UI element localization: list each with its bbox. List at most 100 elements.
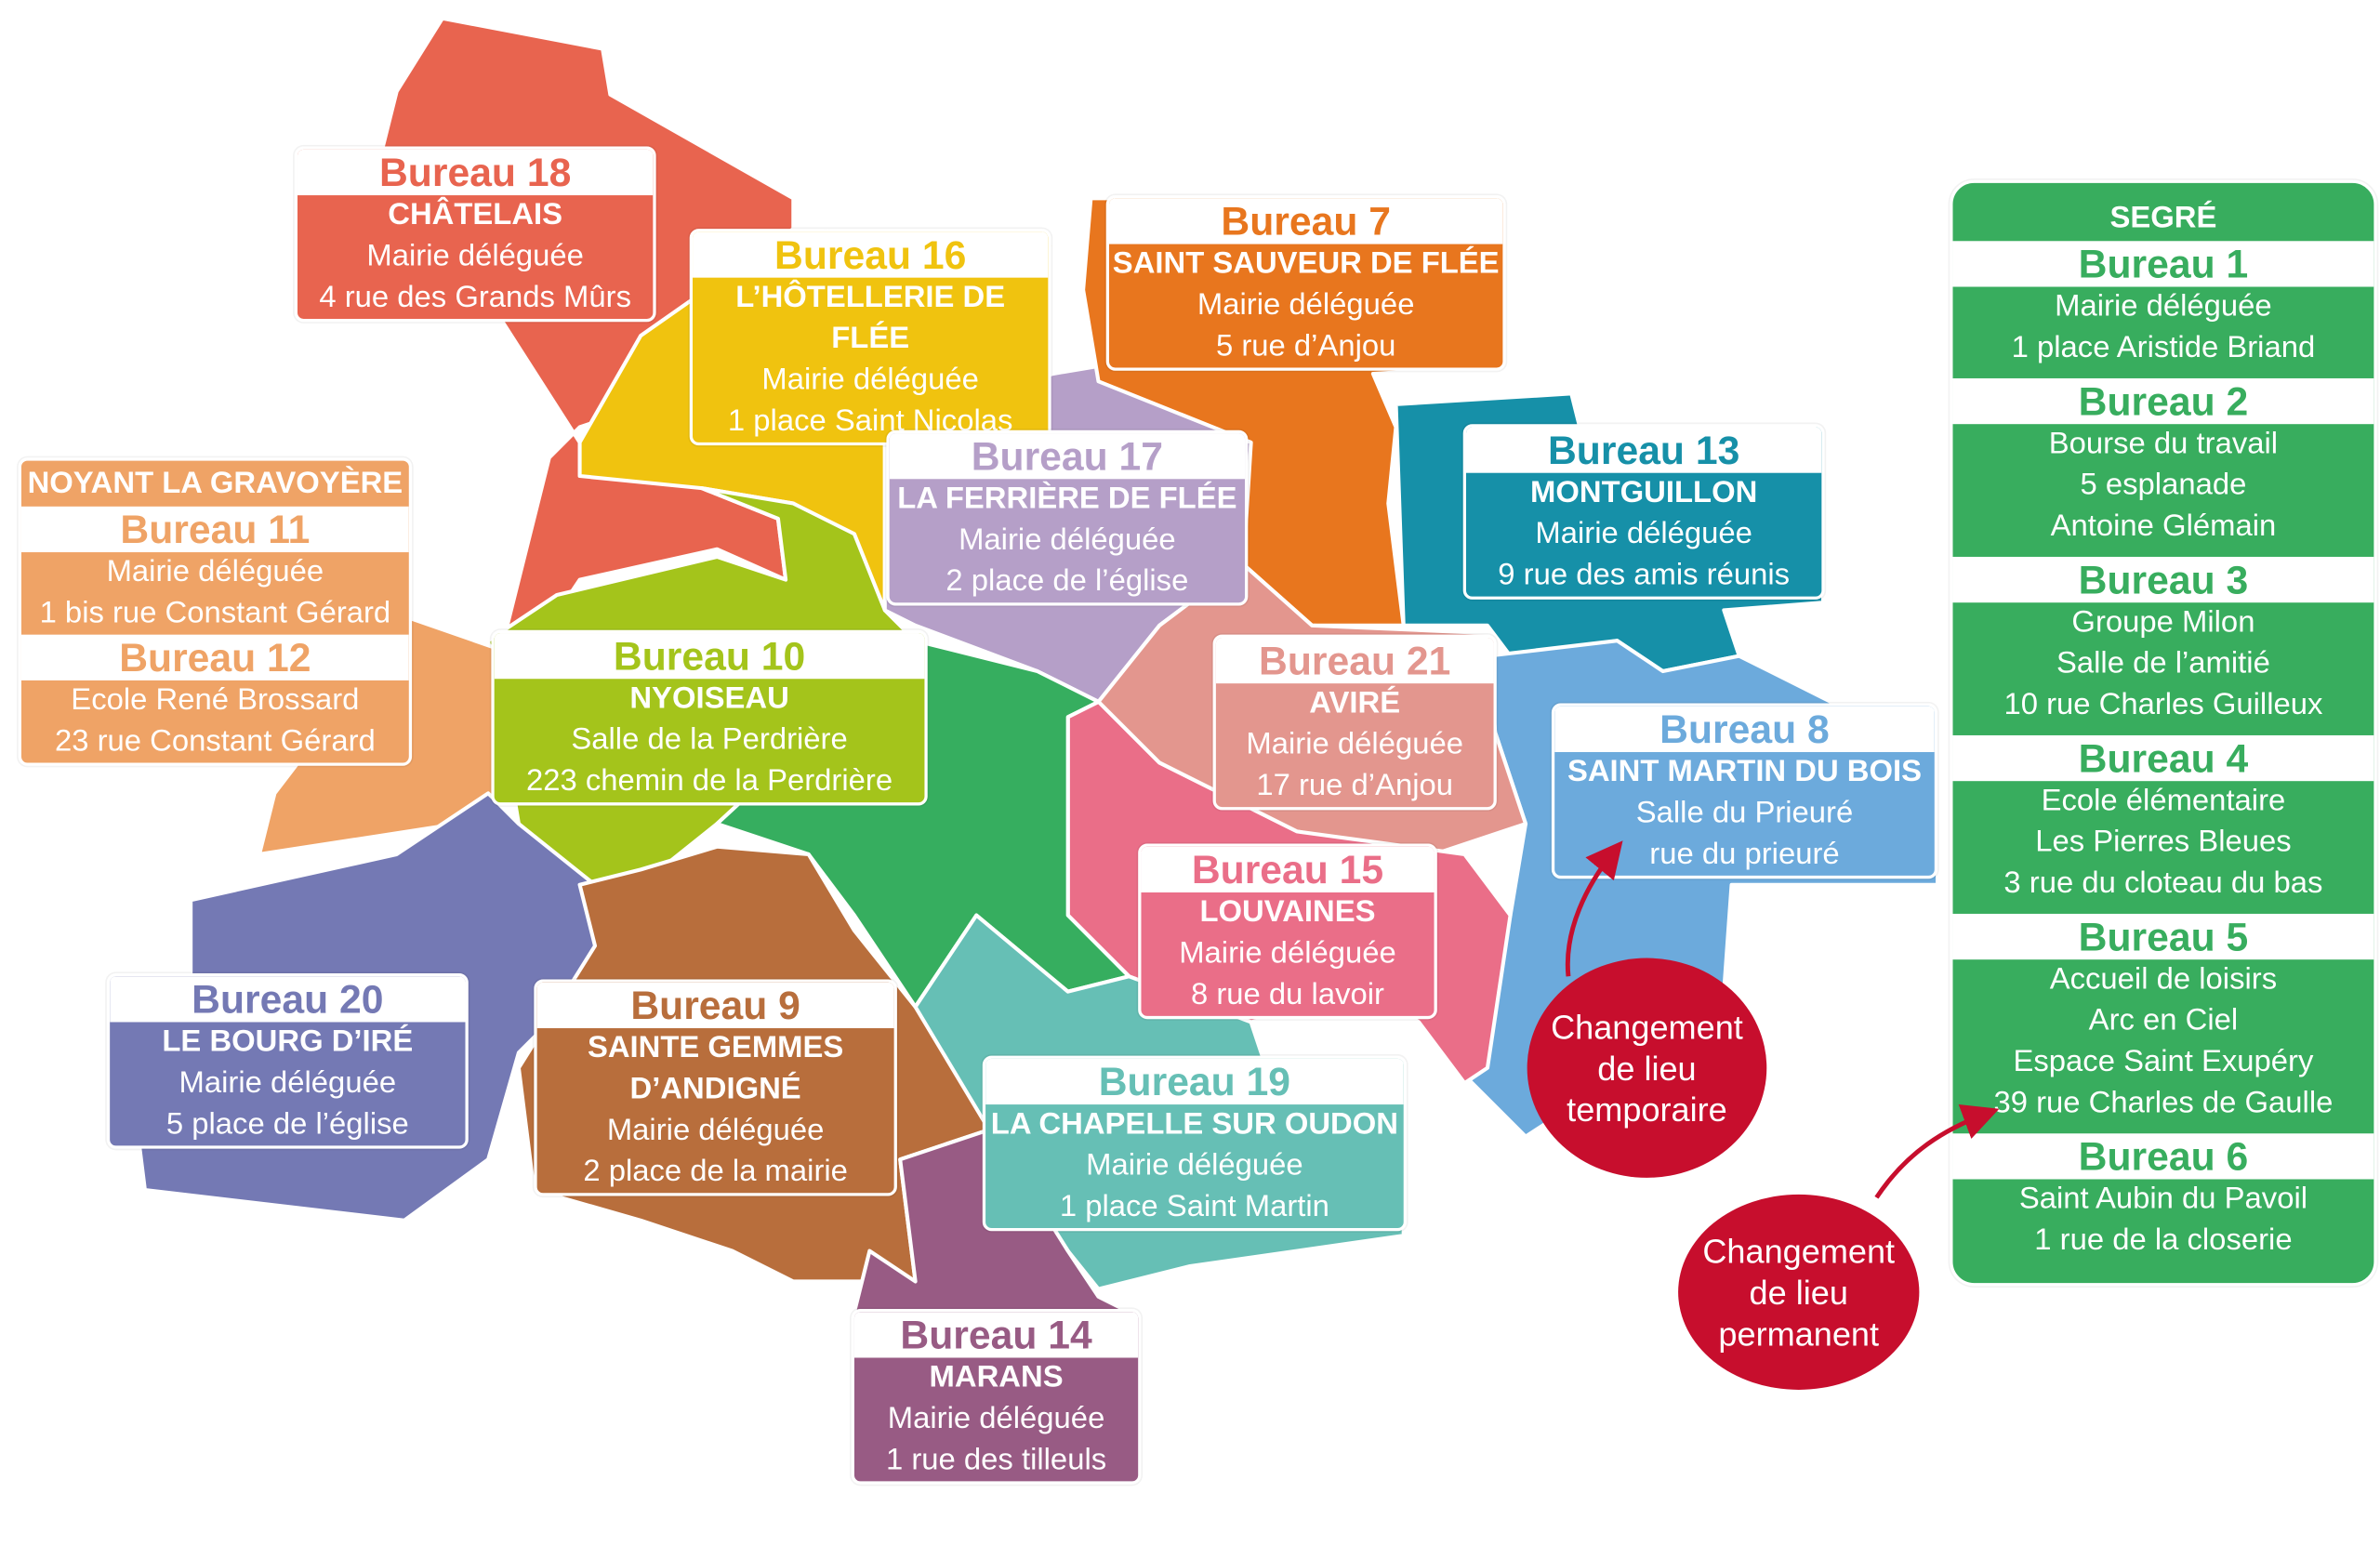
- noyant-label: NOYANT LA GRAVOYÈRE Bureau 11 Mairie dél…: [18, 457, 413, 766]
- venue-line: 1 place Aristide Briand: [2011, 331, 2316, 365]
- venue: Ecole René Brossard: [71, 683, 360, 718]
- venue-line: Espace Saint Exupéry: [2013, 1045, 2314, 1079]
- commune-name: LE BOURG D’IRÉ: [162, 1024, 414, 1059]
- address: 4 rue des Grands Mûrs: [319, 280, 631, 315]
- venue-line: 39 rue Charles de Gaulle: [1993, 1086, 2334, 1120]
- bureau-title: Bureau 11: [20, 506, 409, 553]
- address: 17 rue d’Anjou: [1256, 769, 1454, 803]
- callout-line: de lieu: [1749, 1273, 1848, 1312]
- bureau-title: Bureau 19: [985, 1058, 1404, 1105]
- segre-bureau-3: Bureau 3 Groupe Milon Salle de l’amitié …: [1952, 556, 2374, 726]
- venue: Mairie déléguée: [1179, 936, 1396, 971]
- bureau-title: Bureau 15: [1141, 846, 1435, 892]
- venue-line: 10 rue Charles Guilleux: [2003, 688, 2323, 722]
- commune-name: NYOISEAU: [629, 681, 789, 716]
- address: 223 chemin de la Perdrière: [526, 764, 893, 799]
- callout-line: de lieu: [1597, 1049, 1697, 1088]
- bureau-title: Bureau 6: [1952, 1133, 2374, 1180]
- bureau-title: Bureau 16: [693, 231, 1049, 278]
- venue: Mairie déléguée: [1246, 727, 1463, 761]
- bureau-title: Bureau 17: [889, 433, 1246, 480]
- address: 8 rue du lavoir: [1191, 977, 1385, 1011]
- commune-name: SAINT SAUVEUR DE FLÉE: [1112, 246, 1500, 281]
- bureau-title: Bureau 12: [20, 634, 409, 680]
- bureau-8-label: Bureau 8 SAINT MARTIN DU BOIS Salle du P…: [1551, 703, 1938, 879]
- venue-line: Arc en Ciel: [2088, 1003, 2239, 1037]
- venue: Salle de la Perdrière: [571, 722, 848, 757]
- bureau-title: Bureau 4: [1952, 734, 2374, 782]
- bureau-title: Bureau 5: [1952, 913, 2374, 960]
- segre-bureau-5: Bureau 5 Accueil de loisirs Arc en Ciel …: [1952, 913, 2374, 1124]
- address: 9 rue des amis réunis: [1498, 558, 1791, 592]
- venue-line: 5 esplanade: [2080, 468, 2247, 502]
- commune-name: D’ANDIGNÉ: [629, 1072, 801, 1106]
- bureau-title: Bureau 18: [297, 149, 654, 196]
- address: 2 place de la mairie: [583, 1155, 848, 1189]
- commune-name: CHÂTELAIS: [388, 198, 563, 232]
- callout-line: temporaire: [1567, 1090, 1727, 1129]
- venue-line: Antoine Glémain: [2050, 509, 2277, 544]
- venue: Mairie déléguée: [366, 239, 584, 273]
- venue-line: 3 rue du cloteau du bas: [2003, 866, 2323, 901]
- bureau-7-label: Bureau 7 SAINT SAUVEUR DE FLÉE Mairie dé…: [1105, 195, 1506, 371]
- bureau-17-label: Bureau 17 LA FERRIÈRE DE FLÉE Mairie dél…: [886, 429, 1249, 606]
- bureau-title: Bureau 1: [1952, 241, 2374, 287]
- venue-line: Saint Aubin du Pavoil: [2018, 1182, 2308, 1216]
- bureau-18-label: Bureau 18 CHÂTELAIS Mairie déléguée 4 ru…: [294, 146, 656, 323]
- venue-line: Les Pierres Bleues: [2035, 825, 2292, 859]
- bureau-title: Bureau 14: [853, 1312, 1139, 1358]
- venue: Mairie déléguée: [178, 1066, 397, 1101]
- bureau-title: Bureau 20: [110, 976, 466, 1023]
- callout-line: Changement: [1702, 1232, 1896, 1271]
- venue: Mairie déléguée: [1535, 517, 1752, 551]
- bureau-19-label: Bureau 19 LA CHAPELLE SUR OUDON Mairie d…: [982, 1055, 1408, 1232]
- address: 5 rue d’Anjou: [1215, 329, 1396, 363]
- temporary-change-callout: Changement de lieu temporaire: [1527, 958, 1767, 1178]
- address: 1 bis rue Constant Gérard: [39, 596, 391, 630]
- bureau-title: Bureau 10: [494, 633, 925, 680]
- commune-name: LA FERRIÈRE DE FLÉE: [897, 482, 1237, 516]
- bureau-title: Bureau 21: [1215, 637, 1494, 684]
- venue: Mairie déléguée: [106, 555, 324, 589]
- commune-name: SAINTE GEMMES: [587, 1031, 844, 1065]
- venue-line: Groupe Milon: [2071, 605, 2255, 640]
- commune-name: MONTGUILLON: [1530, 475, 1758, 510]
- venue: Mairie déléguée: [1086, 1148, 1303, 1182]
- bureau-9-label: Bureau 9 SAINTE GEMMES D’ANDIGNÉ Mairie …: [534, 979, 897, 1196]
- venue-line: Ecole élémentaire: [2041, 784, 2286, 818]
- venue: Mairie déléguée: [761, 363, 979, 397]
- venue: Mairie déléguée: [1197, 288, 1415, 323]
- bureau-15-label: Bureau 15 LOUVAINES Mairie déléguée 8 ru…: [1138, 843, 1437, 1020]
- venue: Mairie déléguée: [959, 522, 1176, 557]
- venue-line: Salle de l’amitié: [2056, 646, 2270, 680]
- venue: Salle du Prieuré: [1635, 796, 1854, 830]
- commune-name: L’HÔTELLERIE DE FLÉE: [735, 280, 1006, 356]
- bureau-20-label: Bureau 20 LE BOURG D’IRÉ Mairie déléguée…: [106, 972, 469, 1149]
- venue-line: 1 rue de la closerie: [2034, 1223, 2293, 1258]
- segre-bureau-1: Bureau 1 Mairie déléguée 1 place Aristid…: [1952, 241, 2374, 369]
- callout-line: Changement: [1551, 1007, 1743, 1046]
- commune-name: LA CHAPELLE SUR OUDON: [990, 1107, 1399, 1142]
- commune-name: SAINT MARTIN DU BOIS: [1567, 755, 1923, 789]
- bureau-title: Bureau 13: [1466, 427, 1822, 473]
- bureau-title: Bureau 7: [1109, 198, 1503, 244]
- venue-line: Accueil de loisirs: [2049, 962, 2278, 997]
- bureau-14-label: Bureau 14 MARANS Mairie déléguée 1 rue d…: [851, 1308, 1142, 1485]
- segre-panel: SEGRÉ Bureau 1 Mairie déléguée 1 place A…: [1950, 179, 2377, 1287]
- bureau-title: Bureau 8: [1554, 706, 1935, 753]
- bureau-16-label: Bureau 16 L’HÔTELLERIE DE FLÉE Mairie dé…: [689, 229, 1051, 446]
- segre-bureau-2: Bureau 2 Bourse du travail 5 esplanade A…: [1952, 377, 2374, 548]
- venue-line: Mairie déléguée: [2055, 289, 2272, 324]
- segre-title: SEGRÉ: [2109, 201, 2217, 235]
- address: 1 rue des tilleuls: [885, 1443, 1107, 1477]
- commune-name: MARANS: [929, 1360, 1064, 1394]
- venue-line: Bourse du travail: [2048, 427, 2279, 461]
- segre-bureau-6: Bureau 6 Saint Aubin du Pavoil 1 rue de …: [1952, 1133, 2374, 1262]
- address: 2 place de l’église: [945, 564, 1189, 599]
- bureau-21-label: Bureau 21 AVIRÉ Mairie déléguée 17 rue d…: [1212, 634, 1497, 811]
- venue: Mairie déléguée: [606, 1113, 825, 1148]
- bureau-10-label: Bureau 10 NYOISEAU Salle de la Perdrière…: [491, 629, 928, 806]
- callout-line: permanent: [1718, 1314, 1880, 1353]
- bureau-title: Bureau 3: [1952, 556, 2374, 603]
